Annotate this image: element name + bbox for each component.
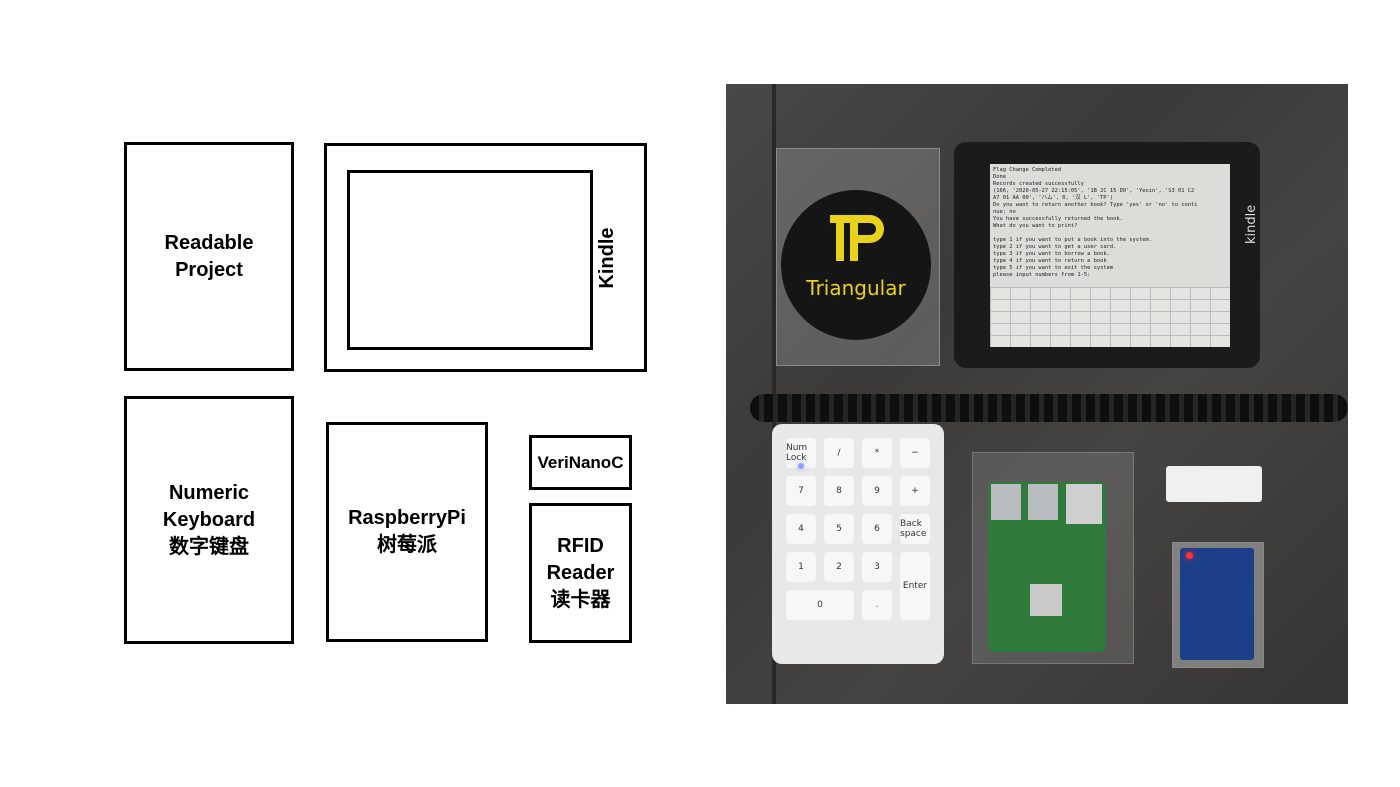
kindle-label: Kindle bbox=[595, 226, 618, 289]
numpad-key: 2 bbox=[824, 552, 854, 582]
numpad-key: − bbox=[900, 438, 930, 468]
numpad-key: + bbox=[900, 476, 930, 506]
numpad-key: 3 bbox=[862, 552, 892, 582]
numpad-key: 4 bbox=[786, 514, 816, 544]
rfid-led-icon bbox=[1186, 552, 1193, 559]
readable-project-box: Readable Project bbox=[124, 142, 294, 371]
readable-project-line-2: Project bbox=[175, 258, 243, 281]
numpad-key: Back space bbox=[900, 514, 930, 544]
numpad-led-icon bbox=[798, 463, 804, 469]
numeric-keyboard-line-3: 数字键盘 bbox=[169, 535, 249, 558]
usb-port-icon bbox=[991, 484, 1021, 520]
kindle-screen-outline bbox=[347, 170, 593, 350]
numpad-key: 8 bbox=[824, 476, 854, 506]
kindle-brand: kindle bbox=[1244, 204, 1259, 244]
numpad-key: 7 bbox=[786, 476, 816, 506]
kindle-onscreen-keyboard bbox=[990, 287, 1230, 347]
rfid-reader-box: RFID Reader 读卡器 bbox=[529, 503, 632, 643]
raspberry-pi-line-1: RaspberryPi bbox=[348, 507, 466, 529]
veri-nano-box: VeriNanoC bbox=[529, 435, 632, 490]
numeric-keyboard-line-2: Keyboard bbox=[162, 508, 256, 531]
triangular-logo-icon bbox=[830, 215, 884, 261]
veri-nano-board bbox=[1166, 466, 1262, 502]
rfid-reader-line-3: 读卡器 bbox=[550, 588, 611, 611]
numpad-key: 5 bbox=[824, 514, 854, 544]
numeric-keyboard-line-1: Numeric bbox=[168, 481, 250, 504]
numpad-key: 9 bbox=[862, 476, 892, 506]
numpad-key: * bbox=[862, 438, 892, 468]
kindle-box: Kindle bbox=[324, 143, 647, 372]
numpad-key: Enter bbox=[900, 552, 930, 620]
numpad-key: . bbox=[862, 590, 892, 620]
raspberry-pi-box: RaspberryPi 树莓派 bbox=[326, 422, 488, 642]
numpad-key: 1 bbox=[786, 552, 816, 582]
numpad-key: 6 bbox=[862, 514, 892, 544]
numpad-key: 0 bbox=[786, 590, 854, 620]
numpad-device: Num Lock / * − 7 8 9 + 4 5 6 Back space … bbox=[772, 424, 944, 664]
kindle-terminal-text: Flag Change Completed Done Records creat… bbox=[993, 167, 1198, 278]
cable-wrap bbox=[750, 394, 1348, 422]
cpu-chip-icon bbox=[1030, 584, 1062, 616]
usb-port-icon bbox=[1028, 484, 1058, 520]
kindle-screen: Flag Change Completed Done Records creat… bbox=[990, 164, 1230, 347]
rfid-reader-line-1: RFID bbox=[557, 534, 604, 557]
rfid-reader-board bbox=[1180, 548, 1254, 660]
numpad-key: / bbox=[824, 438, 854, 468]
ethernet-port-icon bbox=[1066, 484, 1102, 524]
rfid-reader-line-2: Reader bbox=[546, 561, 615, 584]
raspberry-pi-line-2: 树莓派 bbox=[377, 534, 437, 556]
hardware-photo: Triangular Flag Change Completed Done Re… bbox=[726, 84, 1348, 704]
logo-text: Triangular bbox=[806, 276, 906, 300]
readable-project-line-1: Readable bbox=[164, 231, 254, 254]
numeric-keyboard-box: Numeric Keyboard 数字键盘 bbox=[124, 396, 294, 644]
veri-nano-label: VeriNanoC bbox=[537, 453, 624, 472]
